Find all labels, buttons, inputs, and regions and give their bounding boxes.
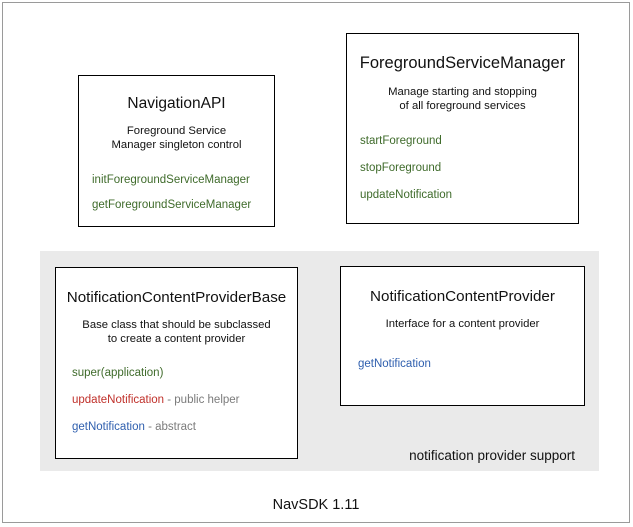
class-description: Base class that should be subclassed to … <box>56 319 297 346</box>
class-member[interactable]: getNotification - abstract <box>72 420 297 434</box>
class-member[interactable]: updateNotification <box>360 188 578 202</box>
class-description-line: Base class that should be subclassed <box>82 319 271 331</box>
class-description-line: to create a content provider <box>107 332 246 345</box>
class-member[interactable]: getForegroundServiceManager <box>92 198 274 212</box>
class-member[interactable]: getNotification <box>358 357 584 371</box>
footer-caption: NavSDK 1.11 <box>272 497 360 513</box>
class-member[interactable]: updateNotification - public helper <box>72 393 297 407</box>
class-description-line: Manager singleton control <box>111 138 242 151</box>
class-member-list: startForeground stopForeground updateNot… <box>347 134 578 202</box>
class-member[interactable]: initForegroundServiceManager <box>92 173 274 187</box>
class-description-line: Manage starting and stopping <box>388 86 537 98</box>
class-member-name: stopForeground <box>360 162 442 175</box>
class-member-name: startForeground <box>360 135 442 148</box>
class-member-name: updateNotification <box>360 189 453 202</box>
class-box-foreground-service-manager[interactable]: ForegroundServiceManager Manage starting… <box>346 33 579 224</box>
class-member-name: getForegroundServiceManager <box>92 199 252 212</box>
group-region-label: notification provider support <box>409 448 575 463</box>
class-member-name: super(application) <box>72 367 164 380</box>
class-description-line: Foreground Service <box>126 125 227 137</box>
class-description-line: Interface for a content provider <box>385 318 540 330</box>
class-title: ForegroundServiceManager <box>359 54 566 72</box>
class-title: NotificationContentProvider <box>370 288 555 305</box>
class-box-navigation-api[interactable]: NavigationAPI Foreground Service Manager… <box>78 75 275 227</box>
class-member-name: getNotification <box>358 357 431 370</box>
class-description-line: of all foreground services <box>399 99 526 112</box>
class-member[interactable]: stopForeground <box>360 161 578 175</box>
class-description: Manage starting and stopping of all fore… <box>347 86 578 113</box>
class-member-suffix: - abstract <box>144 421 197 434</box>
class-member-name: getNotification <box>72 421 145 434</box>
class-member-suffix: - public helper <box>164 394 240 407</box>
class-description: Foreground Service Manager singleton con… <box>79 125 274 152</box>
class-member-list: initForegroundServiceManager getForegrou… <box>79 173 274 212</box>
class-member[interactable]: startForeground <box>360 134 578 148</box>
class-box-notification-content-provider-base[interactable]: NotificationContentProviderBase Base cla… <box>55 267 298 459</box>
class-member-list: super(application) updateNotification - … <box>56 366 297 434</box>
class-description: Interface for a content provider <box>341 318 584 332</box>
class-member-name: initForegroundServiceManager <box>92 174 250 187</box>
class-member-list: getNotification <box>341 357 584 371</box>
class-box-notification-content-provider[interactable]: NotificationContentProvider Interface fo… <box>340 266 585 406</box>
class-member[interactable]: super(application) <box>72 366 297 380</box>
class-member-name: updateNotification <box>72 394 165 407</box>
class-title: NotificationContentProviderBase <box>66 289 287 306</box>
class-title: NavigationAPI <box>127 95 226 112</box>
